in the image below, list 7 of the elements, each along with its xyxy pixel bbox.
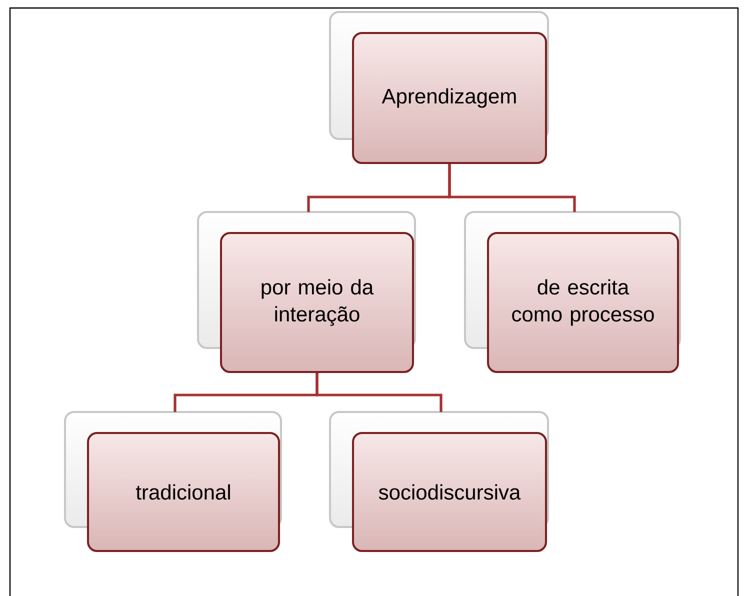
process-box: por meio da interação (197, 211, 416, 373)
process-box: tradicional (64, 411, 282, 552)
process-box: Aprendizagem (329, 11, 549, 164)
process-box: de escrita como processo (464, 211, 681, 373)
process-box: sociodiscursiva (329, 411, 549, 552)
connector-line (448, 164, 576, 212)
connector-line (316, 373, 442, 412)
